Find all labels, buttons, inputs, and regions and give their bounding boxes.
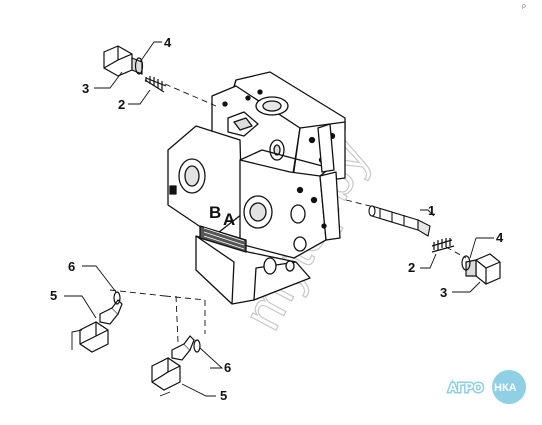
spring-right (431, 238, 455, 253)
corner-mark: P (522, 5, 526, 11)
o-ring-top (134, 57, 144, 75)
leader-lines (64, 41, 494, 397)
port-label-a: A (223, 210, 235, 229)
fitting-left (79, 299, 123, 353)
plug-right (465, 253, 501, 285)
callout-4-top: 4 (164, 35, 172, 50)
logo-left-text: АГРО (448, 380, 483, 395)
logo-bubble (492, 370, 526, 404)
callout-5-left: 5 (50, 288, 57, 303)
agronka-logo: АГРО НКА (447, 370, 526, 404)
port-label-b: B (209, 203, 221, 222)
callout-6-left: 6 (68, 259, 75, 274)
callout-2-right: 2 (408, 260, 415, 275)
callout-4-right: 4 (496, 230, 504, 245)
fitting-bottom (151, 335, 195, 391)
plug-top (103, 45, 143, 77)
logo-bubble-text: НКА (494, 382, 517, 394)
callout-1: 1 (428, 203, 435, 218)
o-ring-right (461, 255, 471, 271)
callout-3-right: 3 (440, 285, 447, 300)
pin-part-1 (368, 205, 431, 237)
callout-3-top: 3 (82, 81, 89, 96)
callout-5-bottom: 5 (220, 388, 227, 403)
callout-2-top: 2 (118, 97, 125, 112)
washer-left (113, 291, 121, 305)
callout-6-bottom: 6 (224, 360, 231, 375)
spring-top (144, 76, 167, 93)
assembly-lines (109, 83, 467, 343)
washer-bottom (193, 339, 201, 353)
valve-body (167, 71, 346, 305)
